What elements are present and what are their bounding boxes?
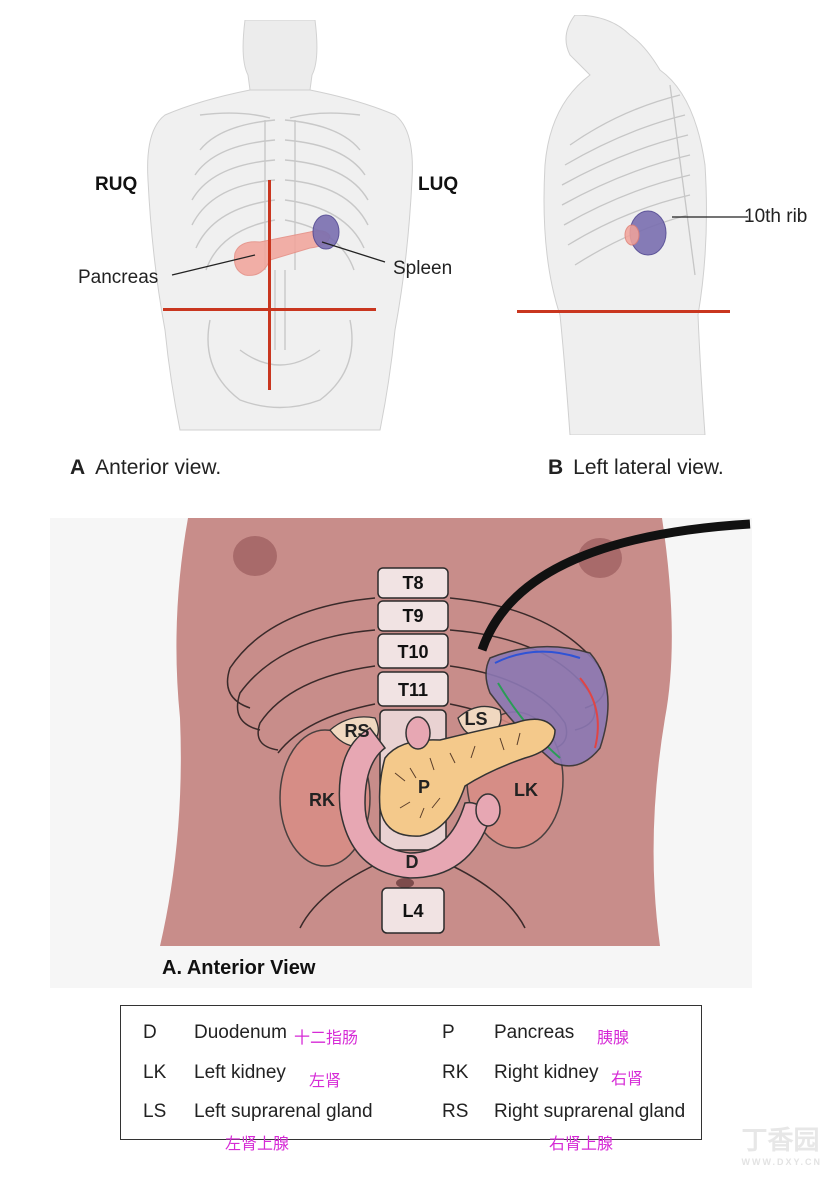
organ-label-d: D [406,852,419,872]
legend-name-right-kidney: Right kidney [494,1062,599,1083]
legend-abbr-p: P [442,1022,455,1043]
quadrant-label-luq: LUQ [418,174,459,195]
watermark-text: 丁香园 [741,1125,820,1155]
legend-abbr-d: D [143,1022,157,1043]
organ-label-p: P [418,777,430,797]
legend-name-right-suprarenal: Right suprarenal gland [494,1101,686,1122]
legend-abbr-rs: RS [442,1101,469,1122]
legend-name-pancreas: Pancreas [494,1022,575,1043]
dxy-watermark: 丁香园 WWW.DXY.CN [742,1120,823,1167]
umbilical-horizontal-line [163,308,376,311]
pancreas-label: Pancreas [78,267,159,288]
vertebra-label-t8: T8 [402,573,423,593]
caption-anterior-view: A Anterior view. [70,456,221,480]
vertebra-label-t11: T11 [398,680,428,700]
organ-label-rs: RS [344,721,369,741]
legend-abbr-lk: LK [143,1062,167,1083]
tenth-rib-label: 10th rib [744,206,808,227]
organ-label-lk: LK [514,780,538,800]
lateral-torso-illustration [543,15,707,435]
vertebra-label-l4: L4 [402,901,423,921]
watermark-url: WWW.DXY.CN [741,1157,822,1167]
anterior-torso-illustration [147,20,413,431]
legend-abbr-ls: LS [143,1101,167,1122]
vertebra-label-t10: T10 [397,642,428,662]
vertebra-label-t9: T9 [402,606,423,626]
quadrant-label-ruq: RUQ [95,174,138,195]
legend-name-left-suprarenal: Left suprarenal gland [194,1101,373,1122]
legend-name-duodenum: Duodenum [194,1022,287,1043]
legend-cn-duodenum: 十二指肠 [294,1028,359,1047]
caption-text-b: Left lateral view. [573,456,724,479]
legend-name-left-kidney: Left kidney [194,1062,286,1083]
organ-label-rk: RK [309,790,335,810]
lateral-horizontal-line [517,310,730,313]
midline-vertical-line [268,180,271,390]
legend-box: D Duodenum 十二指肠 P Pancreas 胰腺 LK Left ki… [120,1005,702,1153]
caption-text-a: Anterior view. [95,456,222,479]
caption-letter-b: B [548,456,564,479]
legend-cn-right-kidney: 右肾 [611,1069,644,1088]
pointer-lines-anterior [171,241,386,276]
legend-abbr-rk: RK [442,1062,469,1083]
torso-organ-overlay: T8 T9 T10 T11 L4 RS LS RK LK P D [160,518,751,946]
spleen-label: Spleen [393,258,453,279]
caption-lateral-view: B Left lateral view. [548,456,724,480]
legend-cn-left-suprarenal: 左肾上腺 [225,1134,290,1153]
legend-cn-left-kidney: 左肾 [309,1071,342,1090]
caption-anterior-view-bottom: A. Anterior View [162,957,316,979]
caption-letter-a: A [70,456,86,479]
organ-label-ls: LS [464,709,487,729]
pointer-line-rib [672,216,748,218]
legend-cn-right-suprarenal: 右肾上腺 [549,1134,614,1153]
legend-cn-pancreas: 胰腺 [597,1028,630,1047]
